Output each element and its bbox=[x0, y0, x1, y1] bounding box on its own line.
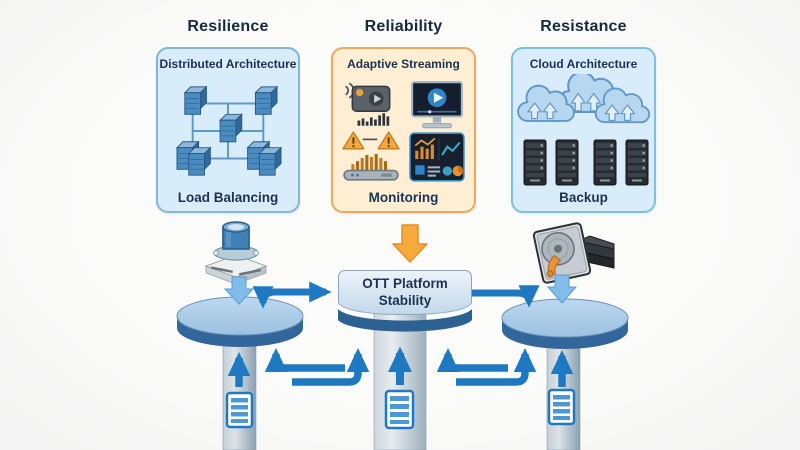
resistance-box-bottom-label: Backup bbox=[559, 190, 608, 205]
column-title-resilience: Resilience bbox=[187, 18, 269, 35]
reliability-box-bottom-label: Monitoring bbox=[368, 190, 439, 205]
server-racks-icon bbox=[523, 139, 648, 186]
light-blue-down-arrow-left bbox=[223, 276, 255, 305]
document-icon-left bbox=[225, 391, 254, 429]
ott-platform-base bbox=[338, 309, 472, 332]
cloud-upload-icon bbox=[516, 74, 650, 124]
arrow-ott-to-right-pillar bbox=[472, 285, 540, 308]
video-player-icon bbox=[410, 80, 463, 128]
column-title-resistance: Resistance bbox=[540, 18, 627, 35]
pillar-top-right bbox=[501, 298, 629, 349]
resilience-box-bottom-label: Load Balancing bbox=[177, 190, 279, 205]
light-blue-down-arrow-right bbox=[546, 274, 578, 304]
orange-down-arrow bbox=[392, 224, 428, 263]
reliability-box-top-label: Adaptive Streaming bbox=[347, 57, 460, 71]
reliability-icon-grid bbox=[341, 79, 466, 183]
server-network-icon bbox=[175, 85, 283, 176]
ott-platform-stability-label: OTT Platform Stability bbox=[362, 275, 448, 308]
arrow-left-pillar-to-ott bbox=[252, 281, 332, 309]
pillar-top-left bbox=[176, 296, 304, 347]
feedback-arrow-right-a bbox=[436, 348, 508, 373]
document-icon-right bbox=[547, 388, 576, 426]
document-icon-middle bbox=[384, 389, 415, 430]
load-balancer-device-icon bbox=[204, 221, 268, 285]
pillars-and-arrows bbox=[176, 221, 629, 450]
streaming-device-icon bbox=[344, 82, 390, 126]
feedback-arrow-left-a bbox=[264, 348, 345, 373]
reliability-box: Adaptive Streaming bbox=[331, 47, 476, 213]
hard-drive-icon bbox=[532, 222, 615, 284]
alert-bandwidth-icon bbox=[341, 130, 400, 181]
resilience-box-top-label: Distributed Architecture bbox=[159, 57, 297, 71]
analytics-dashboard-icon bbox=[408, 131, 465, 182]
feedback-arrow-left-b bbox=[292, 348, 370, 386]
resistance-box: Cloud Architecture bbox=[511, 47, 656, 213]
column-title-reliability: Reliability bbox=[364, 18, 443, 35]
resilience-box: Distributed Architecture Load Balancing bbox=[156, 47, 300, 213]
resistance-box-top-label: Cloud Architecture bbox=[529, 57, 638, 71]
feedback-arrow-right-b bbox=[456, 348, 537, 386]
ott-platform-stability-box: OTT Platform Stability bbox=[338, 270, 472, 315]
